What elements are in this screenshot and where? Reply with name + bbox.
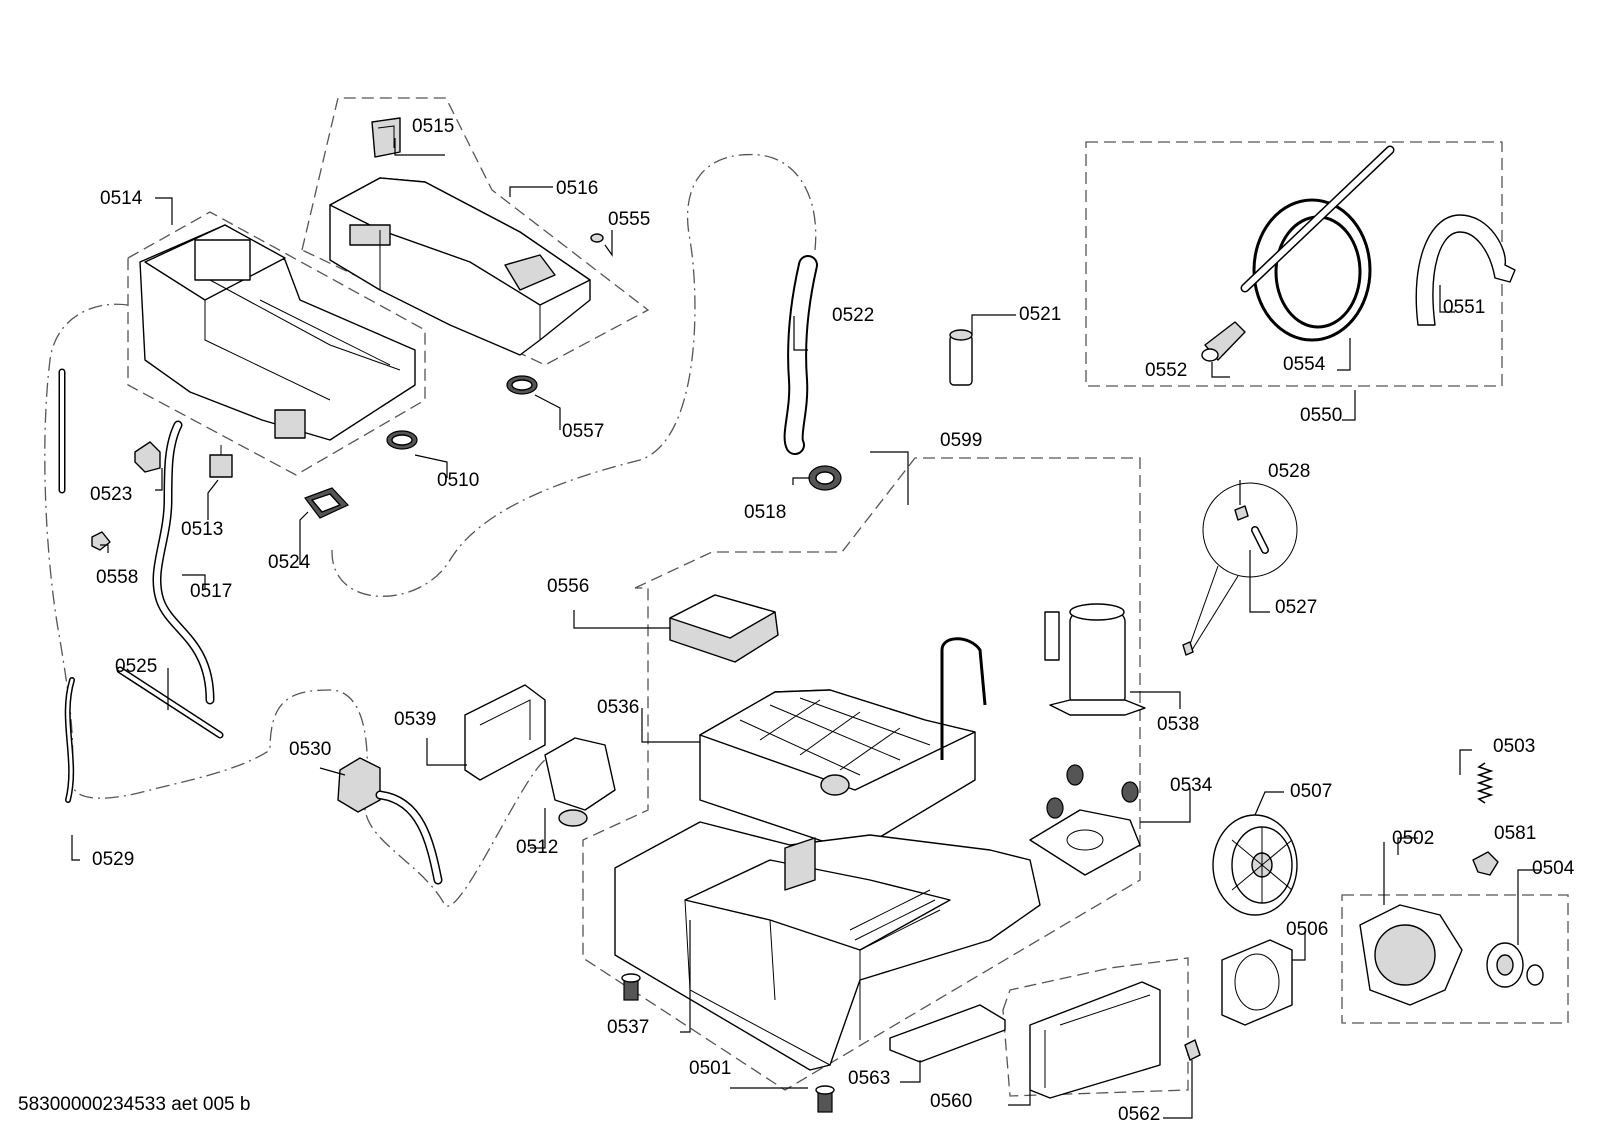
label-0517: 0517 (190, 581, 232, 602)
parts (58, 117, 1544, 1113)
label-0502: 0502 (1392, 828, 1434, 849)
label-0522: 0522 (832, 305, 874, 326)
label-0513: 0513 (181, 519, 223, 540)
part-0504-pulley (1486, 942, 1544, 988)
part-0552-connector (1201, 321, 1246, 362)
label-0562: 0562 (1118, 1104, 1160, 1125)
part-0558-clamp (91, 531, 111, 551)
label-0558: 0558 (96, 567, 138, 588)
part-0507-fan-wheel (1212, 814, 1298, 916)
part-0554-hose-coil (1240, 145, 1395, 342)
part-0527-0528-sensor-detail (1182, 482, 1298, 656)
part-0538-compressor (1044, 603, 1146, 716)
part-0514-container (139, 224, 416, 441)
group-outline-0599 (582, 457, 1141, 1091)
part-0557-seal (506, 375, 538, 395)
part-0530-pump (337, 757, 443, 885)
label-0530: 0530 (289, 739, 331, 760)
label-0536: 0536 (597, 697, 639, 718)
part-0555-cap (590, 233, 604, 243)
group-outline-0502 (1341, 894, 1569, 1024)
part-0534-plate (1029, 764, 1141, 876)
part-0506-fan (1221, 939, 1293, 1026)
label-0550: 0550 (1300, 405, 1342, 426)
label-0512: 0512 (516, 837, 558, 858)
part-0539-bracket (464, 684, 546, 781)
label-0507: 0507 (1290, 781, 1332, 802)
part-0501-foot (815, 1085, 835, 1113)
part-0556-module (669, 594, 779, 663)
label-0539: 0539 (394, 709, 436, 730)
part-0529-hose (64, 677, 75, 803)
label-0525: 0525 (115, 656, 157, 677)
part-0525-rod (116, 666, 224, 739)
label-0524: 0524 (268, 552, 311, 573)
label-0599: 0599 (940, 430, 982, 451)
label-0563: 0563 (848, 1068, 890, 1089)
label-0521: 0521 (1019, 304, 1061, 325)
part-0551-bracket (1415, 214, 1516, 326)
label-0506: 0506 (1286, 919, 1328, 940)
part-0516-drawer (329, 177, 591, 356)
label-0554: 0554 (1283, 354, 1326, 375)
part-0523-clip (134, 441, 161, 473)
label-0552: 0552 (1145, 360, 1187, 381)
drawing-reference: 58300000234533 aet 005 b (18, 1094, 250, 1115)
part-labels: 0514 0515 0516 0555 0557 0510 0523 0513 … (90, 116, 1575, 1125)
label-0581: 0581 (1494, 823, 1536, 844)
group-outlines (44, 97, 1569, 1097)
part-0515-filter (371, 117, 401, 158)
label-0556: 0556 (547, 576, 589, 597)
label-0501: 0501 (689, 1058, 731, 1079)
part-0502-motor (1359, 904, 1463, 1006)
label-0518: 0518 (744, 502, 786, 523)
label-0534: 0534 (1170, 775, 1213, 796)
group-outline-0514 (127, 211, 426, 476)
label-0503: 0503 (1493, 736, 1535, 757)
label-0555: 0555 (608, 209, 650, 230)
label-0528: 0528 (1268, 461, 1310, 482)
part-0522-hose (783, 255, 818, 455)
part-0563-plate (889, 1004, 1006, 1063)
part-0562-clip (1184, 1039, 1201, 1061)
label-0557: 0557 (562, 421, 604, 442)
group-outline-0550 (1085, 141, 1503, 387)
part-0524-pad (304, 487, 350, 519)
part-0537-foot (621, 973, 641, 1001)
label-0560: 0560 (930, 1091, 972, 1112)
part-0521-capacitor (949, 329, 973, 386)
label-0527: 0527 (1275, 597, 1317, 618)
outlet-hose-route-outline (331, 153, 817, 597)
label-0529: 0529 (92, 849, 134, 870)
part-0536-heat-exchanger (699, 637, 987, 853)
part-0560-cover (1029, 981, 1161, 1099)
group-outline-0515-0516 (301, 97, 650, 366)
label-0515: 0515 (412, 116, 454, 137)
leader-lines (71, 138, 1542, 1119)
part-0581-clip (1472, 851, 1499, 876)
label-0523: 0523 (90, 484, 132, 505)
hose-route-outline (44, 303, 546, 907)
label-0516: 0516 (556, 178, 598, 199)
label-0514: 0514 (100, 188, 143, 209)
label-0551: 0551 (1443, 297, 1485, 318)
label-0537: 0537 (607, 1017, 649, 1038)
part-0503-spring (1476, 762, 1494, 804)
part-0517-hose (152, 420, 215, 705)
group-outline-0560 (1002, 957, 1189, 1097)
part-0513-valve (209, 445, 233, 478)
label-0538: 0538 (1157, 714, 1199, 735)
label-0510: 0510 (437, 470, 479, 491)
part-0599-base (614, 821, 1041, 1071)
label-0504: 0504 (1532, 858, 1575, 879)
part-0518-grommet (808, 465, 842, 491)
part-0512-pump (544, 737, 616, 827)
part-0510-seal (386, 430, 418, 450)
